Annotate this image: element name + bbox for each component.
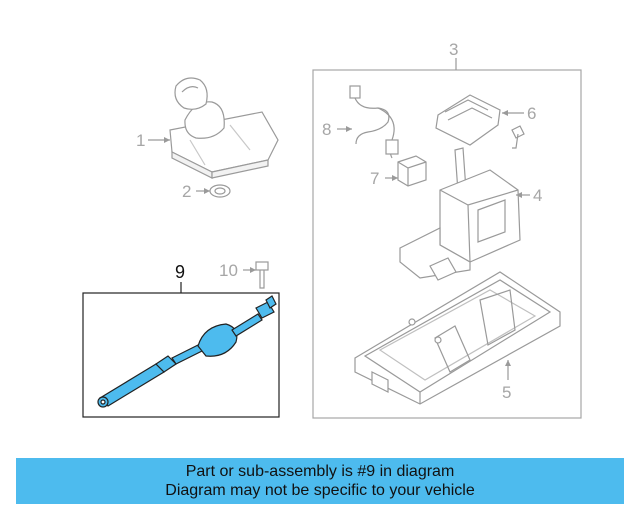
callout-5: 5: [502, 383, 511, 402]
part-5-base-housing: [354, 271, 561, 405]
callout-8: 8: [322, 120, 331, 139]
callout-3: 3: [449, 40, 458, 59]
callout-6: 6: [527, 104, 536, 123]
callout-9: 9: [175, 262, 185, 282]
part-4-shifter-mechanism: [399, 147, 521, 281]
part-3-group-frame: [312, 69, 582, 419]
part-6-screw: [511, 125, 525, 149]
part-1-shift-boot: [169, 77, 279, 179]
info-banner: Part or sub-assembly is #9 in diagram Di…: [16, 458, 624, 504]
part-6-trim-panel: [435, 94, 501, 146]
part-8-wire-harness: [349, 85, 399, 159]
callout-10: 10: [219, 261, 238, 280]
callout-7: 7: [370, 169, 379, 188]
part-2-washer: [209, 184, 231, 198]
part-7-switch: [397, 155, 427, 187]
leader-arrowheads: [164, 110, 522, 366]
callout-4: 4: [533, 186, 542, 205]
part-10-bolt: [255, 261, 269, 289]
callout-1: 1: [136, 131, 145, 150]
part-9-shift-cable: [97, 295, 277, 408]
callout-2: 2: [182, 182, 191, 201]
banner-line-2: Diagram may not be specific to your vehi…: [165, 482, 475, 499]
banner-line-1: Part or sub-assembly is #9 in diagram: [185, 463, 455, 480]
